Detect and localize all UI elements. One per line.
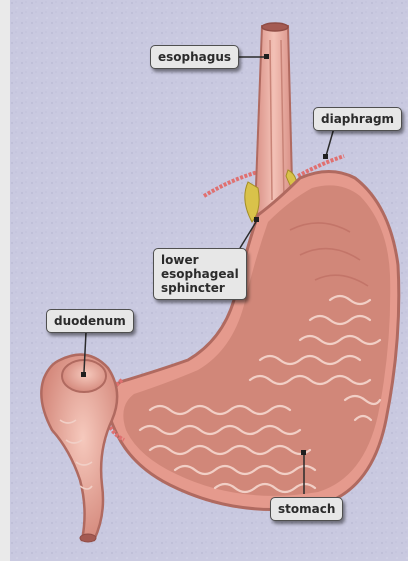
- lower-esophageal-sphincter-label: lower esophageal sphincter: [153, 248, 247, 300]
- duodenum-opening: [80, 534, 96, 542]
- diaphragm-label: diaphragm: [313, 107, 402, 131]
- stomach-label: stomach: [270, 497, 343, 521]
- esophagus-opening: [262, 23, 288, 31]
- left-edge-strip: [0, 0, 10, 561]
- duodenum-label: duodenum: [46, 309, 134, 333]
- esophagus-label: esophagus: [150, 45, 239, 69]
